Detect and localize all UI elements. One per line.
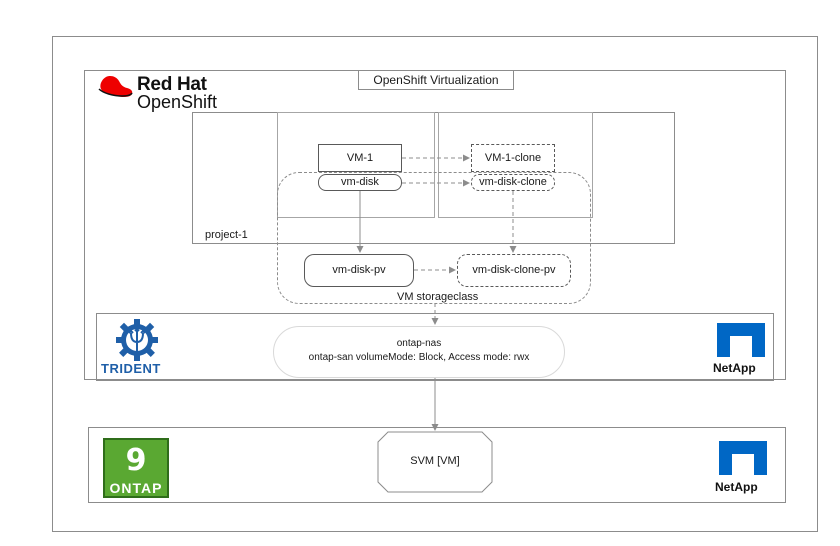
redhat-logo-text: Red Hat: [137, 74, 207, 95]
vm-disk-box: vm-disk: [318, 174, 402, 191]
svm-outline: [377, 431, 493, 493]
vm-1-box: VM-1: [318, 144, 402, 172]
redhat-hat-icon: [98, 76, 133, 98]
backend-nas-label: ontap-nas: [396, 338, 442, 349]
trident-backend-box: ontap-nas ontap-san volumeMode: Block, A…: [273, 326, 565, 378]
ontap-version-number: 9: [125, 443, 147, 478]
svm-box: SVM [VM]: [410, 455, 460, 467]
ontap-logo-text: ONTAP: [109, 480, 163, 496]
trident-gear-icon: [116, 319, 158, 361]
backend-san-label: ontap-san volumeMode: Block, Access mode…: [308, 352, 530, 363]
vm-1-clone-box: VM-1-clone: [471, 144, 555, 172]
netapp-logo-text-bottom: NetApp: [715, 480, 758, 494]
vm-disk-clone-box: vm-disk-clone: [471, 174, 555, 191]
ontap-logo: 9 ONTAP: [103, 438, 169, 498]
trident-logo-text: TRIDENT: [101, 361, 161, 376]
openshift-logo-text: OpenShift: [137, 92, 218, 112]
netapp-logo-icon: [717, 323, 765, 357]
page-title: OpenShift Virtualization: [358, 70, 514, 90]
diagram-outer-frame: [52, 36, 818, 532]
netapp-logo-icon-bottom: [719, 441, 767, 475]
netapp-logo-text: NetApp: [713, 361, 756, 375]
project-label: project-1: [205, 229, 248, 241]
storageclass-label: VM storageclass: [397, 291, 479, 303]
source-vm-column: [277, 112, 435, 218]
storageclass-region: [277, 172, 591, 304]
vm-disk-pv-box: vm-disk-pv: [304, 254, 414, 287]
vm-disk-clone-pv-box: vm-disk-clone-pv: [457, 254, 571, 287]
clone-vm-column: [438, 112, 593, 218]
